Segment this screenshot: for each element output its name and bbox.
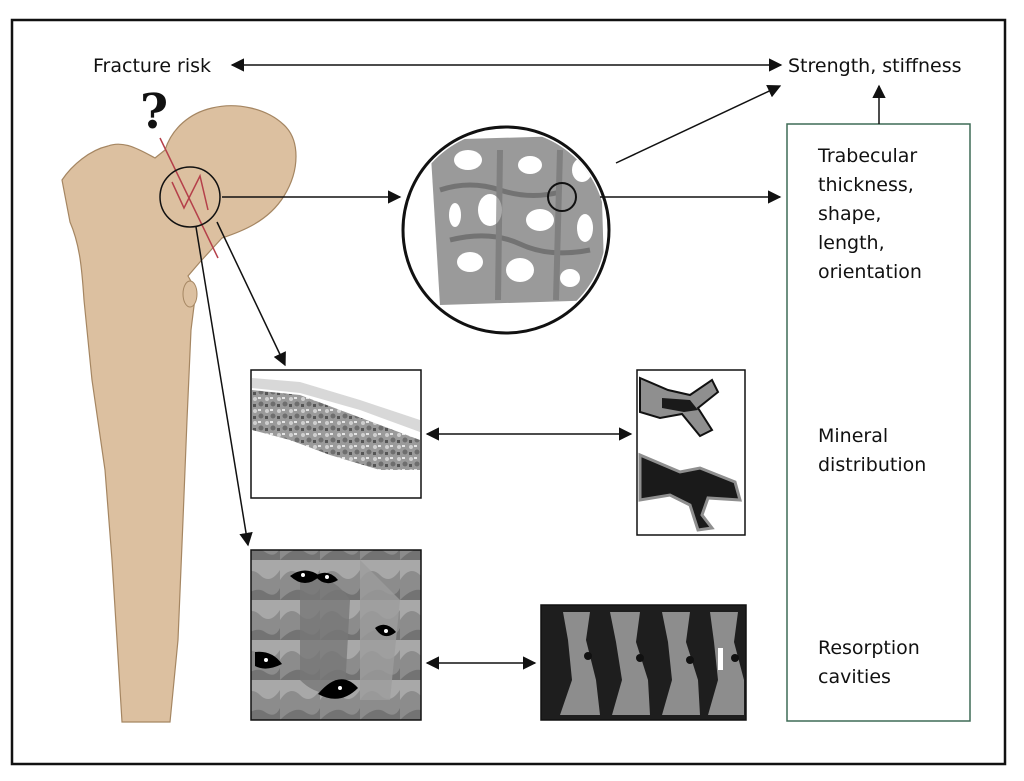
- mineral-distribution-map: [636, 369, 746, 536]
- fracture-zigzag: [171, 173, 209, 211]
- mineral-line-2: distribution: [818, 454, 927, 476]
- mineral-distribution-label: Mineral distribution: [818, 422, 926, 480]
- mineral-line-1: Mineral: [818, 425, 889, 447]
- resorption-cavities-label: Resorption cavities: [818, 634, 920, 692]
- arrows: [195, 58, 886, 670]
- trabecula-micrograph: [250, 369, 422, 499]
- trabecular-properties-label: Trabecular thickness, shape, length, ori…: [818, 142, 922, 287]
- resorption-line-2: cavities: [818, 666, 891, 688]
- strength-stiffness-label: Strength, stiffness: [788, 55, 962, 77]
- resorption-line-1: Resorption: [818, 637, 920, 659]
- trabecular-sphere-image: [401, 125, 611, 335]
- trabecular-line-5: orientation: [818, 261, 922, 283]
- trabecular-line-1: Trabecular: [818, 145, 918, 167]
- fracture-risk-label: Fracture risk: [93, 55, 212, 77]
- femur-roi-circle: [159, 166, 221, 228]
- trabecular-line-4: length,: [818, 232, 885, 254]
- cavity-slices-image: [540, 604, 747, 721]
- arrow-femur-to-micrograph: [216, 221, 286, 367]
- question-mark: ?: [140, 84, 169, 140]
- femur-illustration: [61, 105, 297, 723]
- trabecular-line-2: thickness,: [818, 174, 914, 196]
- resorption-render: [250, 549, 422, 721]
- arrow-femur-to-resorption: [195, 226, 253, 547]
- trabecular-line-3: shape,: [818, 203, 882, 225]
- arrow-sphere-to-strength: [615, 85, 782, 164]
